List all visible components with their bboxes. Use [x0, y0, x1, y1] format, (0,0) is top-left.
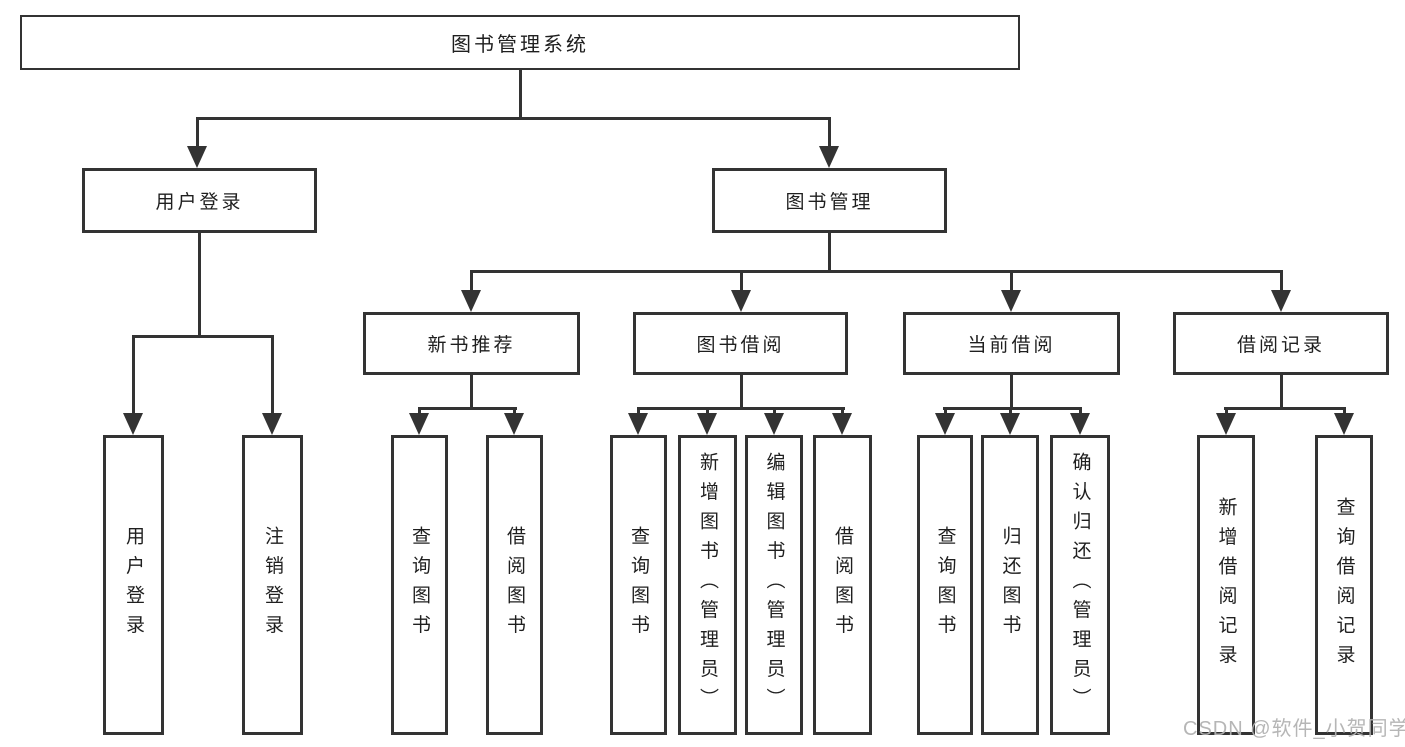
edge-level3-bar: [470, 270, 1282, 273]
edge-branch: [1225, 407, 1228, 415]
node-label: 图书借阅: [696, 335, 785, 356]
node-borrow-records: 借阅记录: [1173, 312, 1389, 375]
edge-records-bar: [1224, 407, 1346, 410]
edge-branch: [1010, 270, 1013, 292]
arrow-down-icon: [504, 413, 524, 435]
edge-branch: [637, 407, 640, 415]
node-label: 借阅记录: [1236, 335, 1325, 356]
leaf-user-login: 用户登录: [103, 435, 164, 735]
leaf-borrow-add-books-admin: 新增图书（管理员）: [678, 435, 737, 735]
node-label: 借阅图书: [504, 526, 525, 644]
arrow-down-icon: [187, 146, 207, 168]
node-label: 编辑图书（管理员）: [763, 452, 785, 718]
edge-branch: [740, 270, 743, 292]
node-label: 图书管理: [785, 192, 874, 213]
node-label: 当前借阅: [967, 335, 1056, 356]
edge-branch: [706, 407, 709, 415]
node-book-borrow: 图书借阅: [633, 312, 848, 375]
edge-branch: [196, 117, 199, 148]
edge-branch: [828, 117, 831, 148]
edge-branch: [1343, 407, 1346, 415]
leaf-records-query-record: 查询借阅记录: [1315, 435, 1373, 735]
node-user-login: 用户登录: [82, 168, 317, 233]
node-root-system: 图书管理系统: [20, 15, 1020, 70]
node-label: 用户登录: [123, 526, 144, 644]
edge-branch: [1079, 407, 1082, 415]
arrow-down-icon: [731, 290, 751, 312]
node-label: 查询图书: [934, 526, 956, 644]
edge-current-stem: [1010, 375, 1013, 410]
edge-branch: [841, 407, 844, 415]
arrow-down-icon: [1001, 290, 1021, 312]
edge-branch: [1009, 407, 1012, 415]
node-label: 查询图书: [628, 526, 649, 644]
edge-records-stem: [1280, 375, 1283, 410]
edge-new-book-stem: [470, 375, 473, 410]
edge-branch: [418, 407, 421, 415]
edge-user-login-bar: [132, 335, 274, 338]
edge-branch: [513, 407, 516, 415]
csdn-watermark: CSDN @软件_小贺同学: [1183, 718, 1405, 740]
node-label: 图书管理系统: [451, 34, 589, 56]
arrow-down-icon: [461, 290, 481, 312]
node-label: 新增图书（管理员）: [697, 452, 718, 718]
edge-branch: [470, 270, 473, 292]
leaf-borrow-borrow-books: 借阅图书: [813, 435, 872, 735]
leaf-current-return-books: 归还图书: [981, 435, 1039, 735]
leaf-recommend-borrow-books: 借阅图书: [486, 435, 543, 735]
arrow-down-icon: [628, 413, 648, 435]
edge-current-bar: [943, 407, 1082, 410]
edge-borrow-bar: [637, 407, 845, 410]
node-book-management: 图书管理: [712, 168, 947, 233]
leaf-borrow-query-books: 查询图书: [610, 435, 667, 735]
edge-new-book-bar: [418, 407, 517, 410]
edge-user-login-stem: [198, 233, 201, 338]
node-current-borrow: 当前借阅: [903, 312, 1120, 375]
arrow-down-icon: [697, 413, 717, 435]
arrow-down-icon: [1216, 413, 1236, 435]
arrow-down-icon: [832, 413, 852, 435]
arrow-down-icon: [1334, 413, 1354, 435]
leaf-records-add-record: 新增借阅记录: [1197, 435, 1255, 735]
edge-branch: [944, 407, 947, 415]
edge-branch: [1280, 270, 1283, 292]
leaf-current-confirm-return-admin: 确认归还（管理员）: [1050, 435, 1110, 735]
node-label: 查询图书: [409, 526, 430, 644]
node-label: 查询借阅记录: [1333, 496, 1355, 674]
arrow-down-icon: [819, 146, 839, 168]
edge-branch: [773, 407, 776, 415]
arrow-down-icon: [262, 413, 282, 435]
node-label: 确认归还（管理员）: [1069, 452, 1091, 718]
leaf-borrow-edit-books-admin: 编辑图书（管理员）: [745, 435, 803, 735]
node-label: 新书推荐: [427, 335, 516, 356]
node-label: 用户登录: [155, 192, 244, 213]
edge-borrow-stem: [740, 375, 743, 410]
node-label: 新增借阅记录: [1215, 496, 1237, 674]
arrow-down-icon: [1070, 413, 1090, 435]
edge-root-stem: [519, 68, 522, 120]
leaf-current-query-books: 查询图书: [917, 435, 973, 735]
edge-level2-bar: [196, 117, 831, 120]
arrow-down-icon: [409, 413, 429, 435]
edge-branch: [271, 335, 274, 415]
arrow-down-icon: [1271, 290, 1291, 312]
arrow-down-icon: [123, 413, 143, 435]
node-label: 借阅图书: [832, 526, 853, 644]
arrow-down-icon: [764, 413, 784, 435]
node-new-book-recommend: 新书推荐: [363, 312, 580, 375]
node-label: 归还图书: [999, 526, 1021, 644]
leaf-logout: 注销登录: [242, 435, 303, 735]
edge-branch: [132, 335, 135, 415]
leaf-recommend-query-books: 查询图书: [391, 435, 448, 735]
arrow-down-icon: [1000, 413, 1020, 435]
node-label: 注销登录: [262, 526, 283, 644]
arrow-down-icon: [935, 413, 955, 435]
edge-book-mgmt-stem: [828, 233, 831, 273]
